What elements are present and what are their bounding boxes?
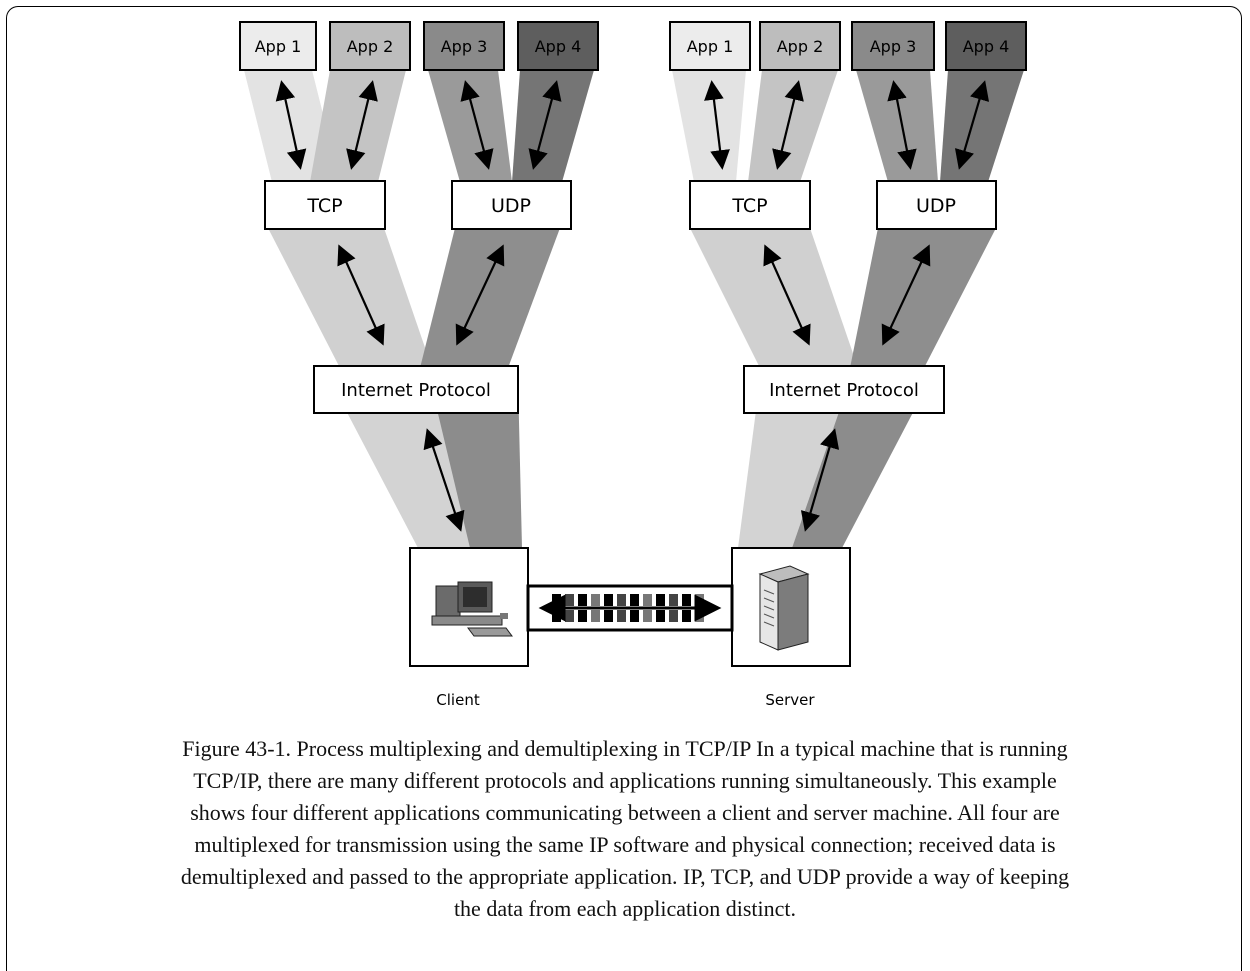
client-band-udp-ip xyxy=(430,380,522,548)
client-app3-arrow xyxy=(460,80,494,170)
server-app4-box: App 4 xyxy=(945,21,1027,71)
server-app3-box: App 3 xyxy=(851,21,935,71)
server-band-app1 xyxy=(672,70,746,182)
client-ip-label: Internet Protocol xyxy=(341,380,491,401)
physical-connection xyxy=(526,584,734,632)
client-app1-box: App 1 xyxy=(239,21,317,71)
caption-line-6: the data from each application distinct. xyxy=(454,896,796,921)
client-stack: App 1 App 2 App 3 App 4 TCP UDP xyxy=(239,21,599,709)
caption-line-4: multiplexed for transmission using the s… xyxy=(194,832,1055,857)
client-app4-arrow xyxy=(528,80,562,170)
server-app1-label: App 1 xyxy=(687,37,734,56)
server-app4-label: App 4 xyxy=(963,37,1010,56)
client-udp-ip-arrow xyxy=(455,244,505,346)
client-machine-box xyxy=(409,547,529,667)
server-udp-label: UDP xyxy=(916,195,956,217)
client-machine-label: Client xyxy=(436,691,480,709)
client-band-app2 xyxy=(310,70,406,182)
client-tcp-label: TCP xyxy=(306,195,342,217)
server-band-app2 xyxy=(748,70,838,182)
server-udp-box: UDP xyxy=(876,180,997,230)
server-tcp-label: TCP xyxy=(731,195,767,217)
server-tower-icon xyxy=(758,565,810,651)
server-band-app4 xyxy=(940,70,1024,182)
server-app4-arrow xyxy=(954,80,990,170)
client-app2-label: App 2 xyxy=(347,37,394,56)
server-stack: App 1 App 2 App 3 App 4 TCP UDP xyxy=(669,21,1027,709)
server-app1-box: App 1 xyxy=(669,21,751,71)
caption-line-1: Figure 43-1. Process multiplexing and de… xyxy=(182,736,1067,761)
client-band-udp xyxy=(420,228,560,368)
server-band-udp xyxy=(850,228,996,368)
client-app4-label: App 4 xyxy=(535,37,582,56)
client-band-app3 xyxy=(428,70,512,182)
server-tcp-ip-arrow xyxy=(763,244,811,346)
client-band-tcp xyxy=(268,228,432,368)
caption-line-2: TCP/IP, there are many different protoco… xyxy=(193,768,1057,793)
server-app2-arrow xyxy=(772,80,804,170)
client-app3-box: App 3 xyxy=(423,21,505,71)
server-ip-box: Internet Protocol xyxy=(743,365,945,414)
client-band-app4 xyxy=(512,70,594,182)
figure-frame xyxy=(6,6,1242,971)
client-udp-box: UDP xyxy=(451,180,572,230)
server-band-app3 xyxy=(856,70,938,182)
client-tcp-ip-arrow xyxy=(337,244,385,346)
server-app2-label: App 2 xyxy=(777,37,824,56)
caption-line-3: shows four different applications commun… xyxy=(190,800,1060,825)
server-ip-label: Internet Protocol xyxy=(769,380,919,401)
client-ip-box: Internet Protocol xyxy=(313,365,519,414)
client-app2-box: App 2 xyxy=(329,21,411,71)
server-machine-label: Server xyxy=(765,691,815,709)
server-ip-machine-arrow xyxy=(800,428,840,532)
server-app2-box: App 2 xyxy=(759,21,841,71)
server-tcp-box: TCP xyxy=(689,180,811,230)
server-app3-arrow xyxy=(887,80,917,170)
server-machine-box xyxy=(731,547,851,667)
client-app1-label: App 1 xyxy=(255,37,302,56)
client-app4-box: App 4 xyxy=(517,21,599,71)
server-app1-arrow xyxy=(704,80,730,170)
server-band-tcp xyxy=(690,228,858,368)
figure-caption: Figure 43-1. Process multiplexing and de… xyxy=(181,736,1069,921)
server-band-tcp-ip xyxy=(738,380,850,548)
client-tcp-box: TCP xyxy=(264,180,386,230)
client-app3-label: App 3 xyxy=(441,37,488,56)
server-udp-ip-arrow xyxy=(881,244,931,346)
caption-line-5: demultiplexed and passed to the appropri… xyxy=(181,864,1069,889)
desktop-computer-icon xyxy=(431,581,513,637)
client-ip-machine-arrow xyxy=(423,428,465,532)
client-app2-arrow xyxy=(346,80,378,170)
server-app3-label: App 3 xyxy=(870,37,917,56)
client-udp-label: UDP xyxy=(491,195,531,217)
client-app1-arrow xyxy=(275,80,307,170)
